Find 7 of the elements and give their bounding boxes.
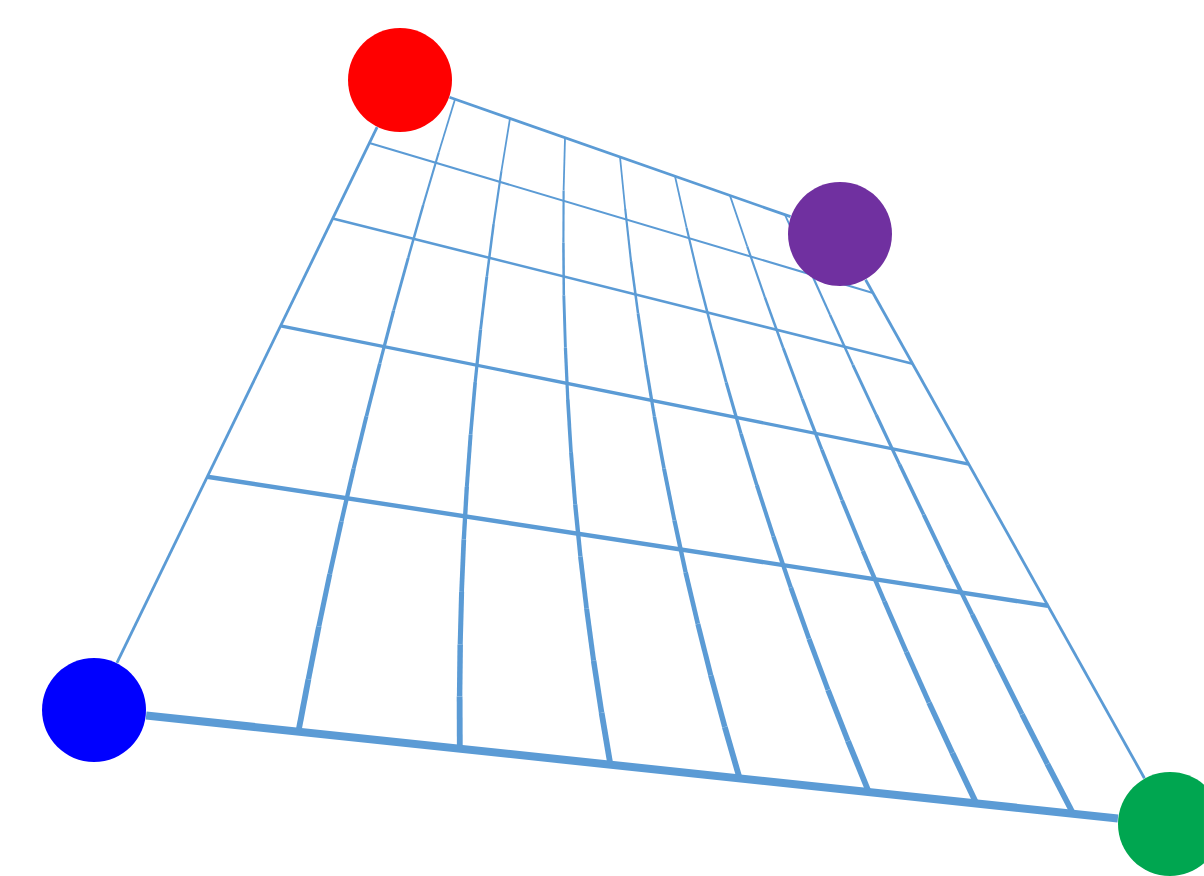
circle-marker <box>348 28 452 132</box>
grid-edge <box>145 711 1119 823</box>
grid-edge <box>115 126 379 664</box>
grid-edge <box>864 279 1146 779</box>
circle-marker <box>42 658 146 762</box>
grid-edge <box>449 95 791 218</box>
circle-marker <box>788 182 892 286</box>
